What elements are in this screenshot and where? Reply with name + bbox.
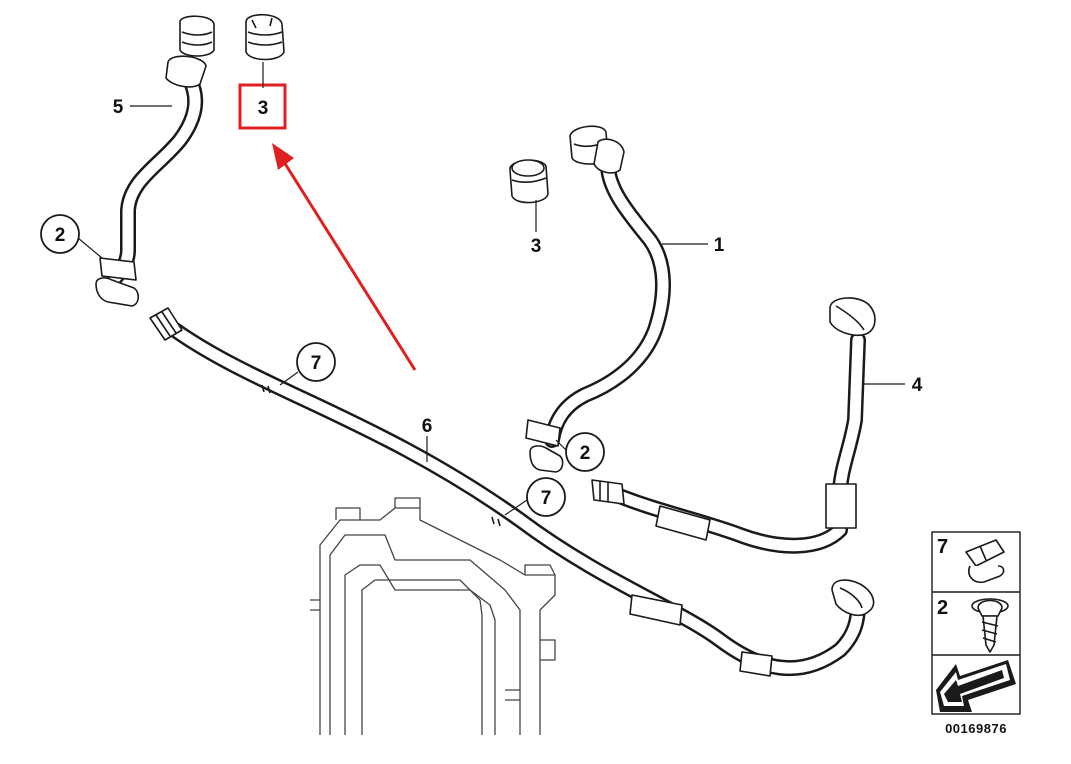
- callout-part-7-right: 7: [526, 477, 566, 517]
- clamp-3-top: [245, 13, 285, 61]
- svg-text:2: 2: [55, 225, 66, 246]
- legend-number-2: 2: [937, 597, 948, 619]
- svg-text:7: 7: [541, 488, 552, 509]
- label-part-4: 4: [912, 375, 923, 396]
- leader-lines: [77, 62, 905, 516]
- callout-part-7-left: 7: [296, 342, 336, 382]
- callout-part-2-right: 2: [565, 432, 605, 472]
- hose-4: [591, 297, 876, 554]
- label-part-1: 1: [714, 235, 725, 256]
- label-part-3-top: 3: [258, 98, 269, 119]
- label-part-5: 5: [113, 97, 124, 118]
- highlight-arrow-shaft: [282, 161, 417, 371]
- screw-icon: [971, 598, 1009, 653]
- radiator-frame: [310, 497, 556, 735]
- hose-6: [149, 307, 875, 677]
- callout-part-2-top-left: 2: [40, 214, 80, 254]
- legend-panel: 7 2: [931, 531, 1021, 715]
- hose-1: [525, 125, 671, 473]
- svg-text:2: 2: [580, 443, 591, 464]
- svg-text:7: 7: [311, 353, 322, 374]
- highlight-arrowhead: [272, 143, 294, 170]
- highlight-annotation: [238, 83, 417, 371]
- diagram-id: 00169876: [945, 721, 1007, 736]
- clamp-3-mid: [509, 159, 549, 204]
- label-part-6: 6: [422, 416, 433, 437]
- hose-5: [95, 15, 215, 307]
- arrow-icon: [936, 660, 1016, 712]
- label-part-3-mid: 3: [531, 236, 542, 257]
- clip-icon: [965, 539, 1005, 584]
- legend-number-7: 7: [937, 536, 948, 558]
